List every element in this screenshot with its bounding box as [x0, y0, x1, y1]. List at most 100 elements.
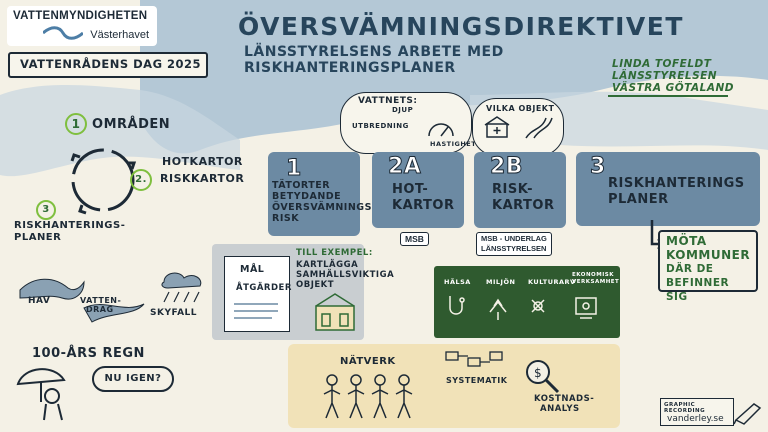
example-text: KARTLÄGGA SAMHÄLLSVIKTIGA OBJEKT — [296, 260, 394, 290]
event-banner: VATTENRÅDENS DAG 2025 — [8, 52, 208, 78]
method-systematik: SYSTEMATIK — [446, 376, 508, 385]
cycle-step-2-line2: RISKKARTOR — [160, 172, 245, 185]
kostnad-line1: KOSTNADS- — [534, 394, 595, 404]
credit-line2: vanderley.se — [667, 414, 724, 424]
svg-text:$: $ — [534, 366, 542, 380]
page-title: ÖVERSVÄMNINGSDIREKTIVET — [238, 12, 684, 41]
sea-wave-icon — [19, 278, 85, 300]
cycle-step-2-line1: HOTKARTOR — [162, 155, 243, 168]
mota-line1: MÖTA — [666, 234, 707, 248]
category-kulturarv: KULTURARV — [528, 278, 576, 286]
cycle-step-1: 1 OMRÅDEN — [65, 113, 170, 135]
categories-panel — [434, 266, 620, 338]
category-ekonomisk: EKONOMISK VERKSAMHET — [572, 272, 619, 286]
mota-line4: BEFINNER SIG — [666, 277, 730, 303]
road-icon — [525, 117, 553, 139]
step-2b-tag-line1: MSB - UNDERLAG — [481, 234, 547, 243]
flowchart-icon — [445, 351, 503, 367]
example-line1: KARTLÄGGA — [296, 260, 359, 270]
cycle-step-3-line2: PLANER — [14, 232, 62, 243]
river-icon — [83, 303, 145, 323]
step-2b-number: 2B — [489, 154, 524, 180]
cloud-icon — [161, 272, 202, 289]
speech-bubble: NU IGEN? — [92, 366, 174, 392]
hazard-vattendrag-line2: DRAG — [86, 305, 114, 314]
example-line2: SAMHÄLLSVIKTIGA — [296, 270, 395, 280]
flood-hazards-illustration — [19, 272, 202, 323]
hazard-skyfall: SKYFALL — [150, 308, 198, 318]
step-1-line3: ÖVERSVÄMNINGS- — [272, 202, 377, 213]
magnifier-coin-icon: $ — [526, 360, 560, 394]
speech-bubble-text: NU IGEN? — [104, 373, 162, 384]
step-2b-tag: MSB - UNDERLAG LÄNSSTYRELSEN — [476, 232, 552, 256]
bubble-vilka-objekt-title: VILKA OBJEKT — [486, 104, 555, 113]
author-name: LINDA TOFELDT — [612, 58, 712, 70]
pen-hand-icon — [734, 403, 762, 425]
doc-atgarder: ÅTGÄRDER — [236, 283, 292, 293]
hazard-vattendrag-line1: VATTEN- — [80, 296, 122, 305]
step-1-line2: BETYDANDE — [272, 191, 342, 202]
author-region: VÄSTRA GÖTALAND — [612, 82, 734, 94]
page-subtitle: LÄNSSTYRELSENS ARBETE MED RISKHANTERINGS… — [244, 44, 544, 76]
category-miljon: MILJÖN — [486, 278, 516, 286]
step-3-line2: PLANER — [608, 192, 669, 207]
step-3-text: RISKHANTERINGS PLANER — [608, 176, 745, 208]
credit-box: GRAPHIC RECORDING vanderley.se — [660, 398, 734, 426]
step-2b-line1: RISK- — [492, 182, 534, 197]
culture-icon — [531, 299, 545, 313]
health-icon — [449, 296, 465, 315]
subtitle-line-2: RISKHANTERINGSPLANER — [244, 60, 456, 76]
cycle-step-1-num: 1 — [65, 113, 87, 135]
method-kostnadsanalys: KOSTNADS- ANALYS — [534, 394, 594, 414]
category-icons — [449, 296, 597, 320]
example-title: TILL EXEMPEL: — [296, 248, 373, 258]
bubble-hastighet: HASTIGHET — [430, 140, 477, 148]
example-line3: OBJEKT — [296, 280, 335, 290]
event-label: VATTENRÅDENS DAG 2025 — [20, 57, 202, 71]
author-block: LINDA TOFELDT LÄNSSTYRELSEN VÄSTRA GÖTAL… — [612, 58, 734, 94]
cycle-step-2: HOTKARTOR 2. RISKKARTOR — [130, 155, 244, 191]
cycle-step-3: 3 RISKHANTERINGS- PLANER — [14, 200, 125, 244]
environment-icon — [489, 298, 507, 320]
cycle-step-1-label: OMRÅDEN — [92, 117, 171, 132]
vattenmyndigheten-logo: VATTENMYNDIGHETEN Västerhavet — [7, 6, 157, 46]
house-icon — [484, 116, 510, 138]
kostnad-line2: ANALYS — [540, 404, 580, 414]
cycle-step-2-num: 2. — [130, 169, 152, 191]
cycle-step-3-num: 3 — [36, 200, 56, 220]
hazard-hav: HAV — [28, 296, 51, 306]
cycle-step-3-line1: RISKHANTERINGS- — [14, 220, 126, 231]
author-underline — [608, 95, 728, 97]
step-1-line4: RISK — [272, 213, 300, 224]
hazard-vattendrag: VATTEN- DRAG — [80, 296, 121, 314]
mota-kommuner-block: MÖTA KOMMUNER DÄR DE BEFINNER SIG — [658, 230, 758, 303]
doc-mal: MÅL — [240, 264, 265, 275]
bubble-vattnets-title: VATTNETS: — [358, 96, 418, 106]
step-3-number: 3 — [590, 154, 606, 180]
step-3-line1: RISKHANTERINGS — [608, 176, 745, 191]
category-halsa: HÄLSA — [444, 278, 471, 286]
step-2a-line1: HOT- — [392, 182, 429, 197]
step-2b-tag-line2: LÄNSSTYRELSEN — [481, 244, 547, 253]
methods-panel — [288, 344, 620, 428]
step-1-line1: TÄTORTER — [272, 180, 331, 191]
author-org: LÄNSSTYRELSEN — [612, 70, 718, 82]
method-natverk: NÄTVERK — [340, 356, 396, 367]
step-2a-line2: KARTOR — [392, 198, 455, 213]
logo-name: VATTENMYNDIGHETEN — [13, 10, 148, 22]
doc-lines-icon — [234, 303, 278, 319]
category-ekonomisk-line2: VERKSAMHET — [572, 279, 620, 285]
logo-wave-icon — [43, 26, 83, 40]
subtitle-line-1: LÄNSSTYRELSENS ARBETE MED — [244, 44, 504, 60]
step-3-box — [576, 152, 760, 226]
step-1-box — [268, 152, 360, 236]
mota-line3: DÄR DE — [666, 263, 714, 275]
step-2b-line2: KARTOR — [492, 198, 555, 213]
economy-icon — [575, 297, 597, 319]
step-2a-number: 2A — [387, 154, 422, 180]
person-umbrella-icon — [16, 368, 66, 421]
step-2a-box — [372, 152, 464, 228]
bubble-djup: DJUP — [392, 106, 414, 114]
step-1-text: TÄTORTER BETYDANDE ÖVERSVÄMNINGS- RISK — [272, 180, 376, 224]
logo-region: Västerhavet — [90, 29, 149, 41]
